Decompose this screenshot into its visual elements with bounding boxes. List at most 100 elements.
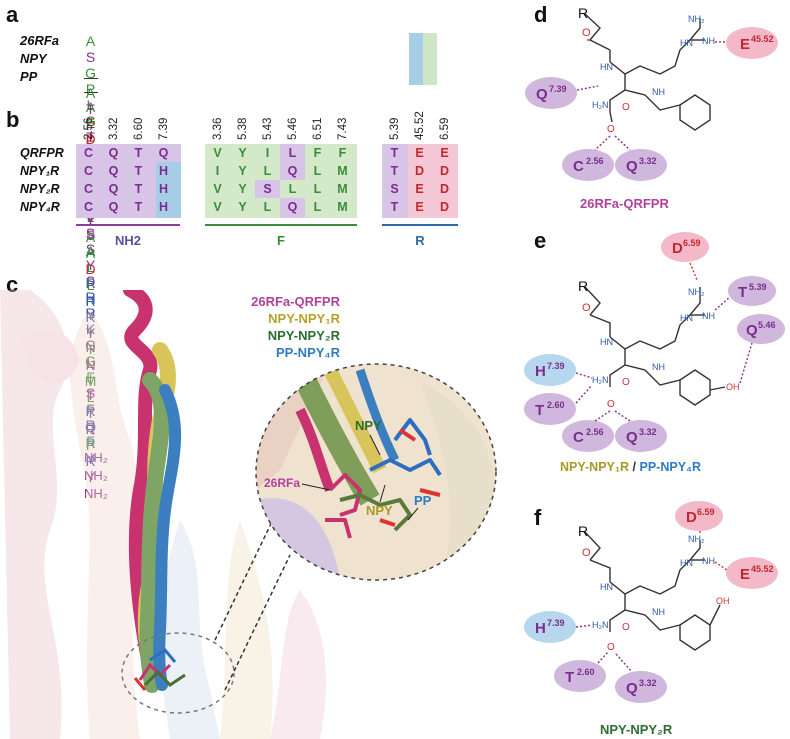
inset-label-npy-mid: NPY: [366, 503, 393, 518]
residue-letter: S: [85, 241, 96, 257]
residue-letter: G: [84, 337, 97, 353]
highlight-blue-column: [409, 33, 423, 85]
r-group-bg-purple: [382, 144, 408, 218]
residue-cell: T: [390, 164, 399, 178]
residue-cell: C: [83, 146, 94, 160]
residue-letter: R: [84, 417, 97, 433]
d-residue-q739: Q 7.39: [525, 77, 577, 109]
residue-letter: F: [84, 401, 97, 417]
residue-letter: S: [85, 49, 96, 65]
residue-cell: T: [134, 200, 143, 214]
residue-letter: G: [85, 113, 96, 129]
d-h2n: H₂N: [592, 100, 609, 110]
inset-label-26rfa: 26RFa: [264, 476, 300, 490]
position-label: 5.39: [389, 117, 401, 140]
residue-letter: E: [85, 115, 96, 131]
svg-text:6.59: 6.59: [697, 507, 715, 517]
position-label: 45.52: [414, 111, 426, 140]
residue-cell: D: [439, 182, 450, 196]
position-label: 6.51: [312, 117, 324, 140]
residue-letter: G: [84, 353, 97, 369]
residue-letter: R: [84, 453, 97, 469]
residue-cell: D: [439, 200, 450, 214]
residue-letter: N: [84, 357, 97, 373]
e-title: NPY-NPY₁R / PP-NPY₄R: [560, 460, 701, 474]
interaction-diagram-f: R O HN NH O H₂N O HN NH NH₂ OH D 6.59 E …: [524, 501, 778, 737]
residue-letter: Y: [85, 211, 96, 227]
position-label: 5.43: [262, 117, 274, 140]
residue-letter: R: [84, 309, 97, 325]
residue-cell: Q: [108, 146, 119, 160]
svg-text:Q: Q: [626, 158, 638, 175]
highlight-green-column: [423, 33, 437, 85]
residue-cell: Y: [238, 182, 247, 196]
e-r-group: R: [578, 278, 588, 294]
d-nh2-guan: NH₂: [688, 14, 705, 24]
residue-letter: G: [85, 65, 96, 81]
residue-cell: L: [313, 182, 322, 196]
ligand-sticks-small: [133, 648, 186, 691]
interaction-diagram-d: R O HN NH O H₂N O HN NH NH₂ E 45.52 Q 7.…: [525, 5, 778, 211]
svg-text:45.52: 45.52: [751, 564, 774, 574]
residue-letter: S: [85, 273, 96, 289]
svg-text:3.32: 3.32: [639, 678, 657, 688]
svg-text:O: O: [582, 547, 591, 559]
residue-cell: M: [337, 200, 348, 214]
svg-text:T: T: [535, 402, 544, 419]
svg-text:H₂N: H₂N: [592, 620, 609, 630]
residue-cell: Y: [238, 146, 247, 160]
svg-text:D: D: [686, 509, 697, 526]
residue-cell: L: [288, 146, 297, 160]
receptor-label: NPY₂R: [20, 182, 60, 196]
interaction-diagram-e: R O HN NH O H₂N O HN NH NH₂ OH D 6.59 T …: [524, 232, 785, 474]
f-residue-e: E 45.52: [726, 557, 778, 589]
residue-letter: M: [84, 373, 97, 389]
panel-label-f: f: [534, 505, 542, 530]
receptor-helix-bg: [70, 310, 140, 739]
svg-text:5.46: 5.46: [758, 320, 776, 330]
r-underline: [382, 224, 458, 226]
residue-letter: P: [84, 437, 97, 453]
svg-text:O: O: [622, 622, 630, 633]
e-residue-q546: Q 5.46: [737, 314, 785, 344]
residue-cell: H: [158, 200, 169, 214]
f-residue-t260: T 2.60: [554, 660, 606, 692]
residue-letter: A: [85, 85, 96, 101]
residue-cell: M: [337, 182, 348, 196]
c-terminus-amide: NH₂: [84, 468, 108, 483]
f-r-group: R: [578, 523, 588, 539]
legend-item: PP-NPY₄R: [276, 345, 340, 360]
residue-letter: H: [85, 291, 96, 307]
svg-text:Q: Q: [536, 86, 548, 103]
legend-item: NPY-NPY₂R: [267, 328, 340, 343]
residue-letter: E: [85, 133, 96, 149]
position-label: 3.36: [212, 117, 224, 140]
sequence-name: NPY: [20, 51, 47, 66]
e-residue-t260: T 2.60: [524, 393, 576, 425]
svg-text:O: O: [622, 377, 630, 388]
svg-text:C: C: [573, 158, 584, 175]
residue-letter: Y: [84, 469, 97, 485]
svg-text:3.32: 3.32: [639, 427, 657, 437]
residue-letter: Y: [85, 257, 96, 273]
svg-text:E: E: [740, 36, 750, 53]
receptor-helix-bg: [0, 290, 69, 739]
inset-pointer-26rfa: [301, 483, 331, 491]
residue-cell: I: [265, 146, 270, 160]
legend-item: NPY-NPY₁R: [268, 311, 340, 326]
residue-letter: F: [84, 369, 97, 385]
panel-label-c: c: [6, 272, 19, 297]
residue-cell: L: [263, 164, 272, 178]
svg-text:2.60: 2.60: [547, 400, 565, 410]
residue-letter: A: [85, 33, 96, 49]
svg-text:E: E: [740, 566, 750, 583]
svg-text:O: O: [607, 399, 615, 410]
f-purple-cell-1: [280, 144, 305, 162]
f-title: NPY-NPY₂R: [600, 722, 673, 737]
position-label: 7.39: [158, 117, 170, 140]
residue-cell: H: [158, 164, 169, 178]
inset-ligand-sticks: [325, 418, 442, 539]
structure-image: NPY NPY PP 26RFa: [0, 290, 497, 739]
helix-26rfa: [123, 290, 158, 677]
residue-cell: V: [213, 200, 222, 214]
